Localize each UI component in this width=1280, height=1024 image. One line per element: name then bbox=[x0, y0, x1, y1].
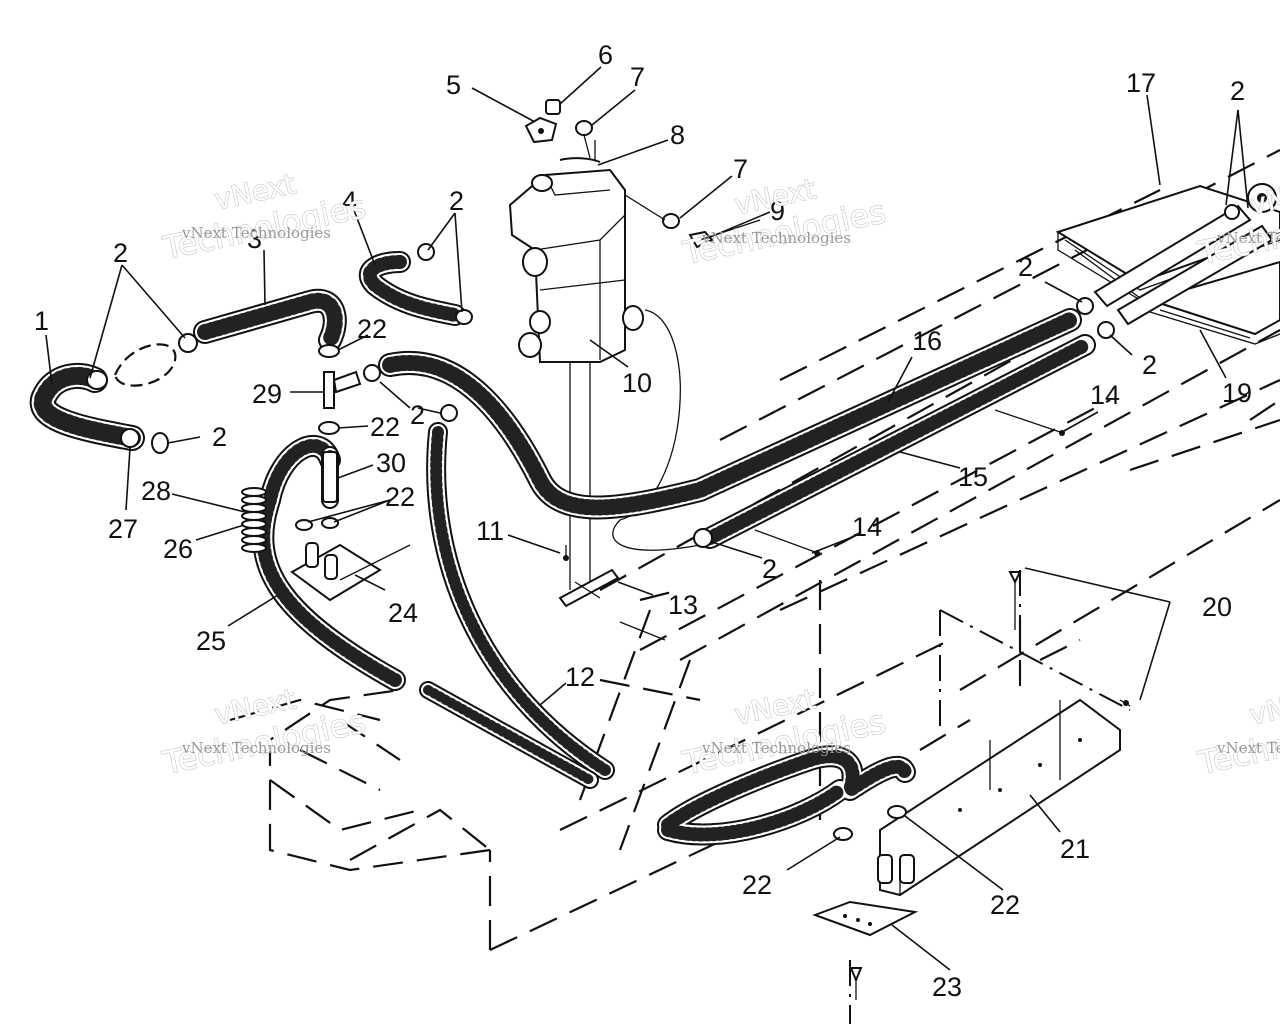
callout-19: 19 bbox=[1222, 378, 1252, 408]
callout-28: 28 bbox=[141, 476, 171, 506]
callout-2a: 2 bbox=[113, 238, 128, 268]
spring-coil bbox=[241, 487, 267, 497]
spring-coil bbox=[241, 543, 267, 553]
spring-coil bbox=[241, 527, 267, 537]
callout-22a: 22 bbox=[357, 314, 387, 344]
callout-11: 11 bbox=[476, 516, 504, 546]
callout-1: 1 bbox=[34, 306, 49, 336]
hose-12b bbox=[423, 685, 595, 785]
callout-labels: 1 2 3 4 2 5 6 7 8 7 9 10 22 29 2 22 2 30… bbox=[34, 40, 1252, 1002]
spring-coil bbox=[241, 503, 267, 513]
hoses bbox=[29, 251, 1096, 846]
callout-2d: 2 bbox=[212, 422, 227, 452]
callout-30: 30 bbox=[376, 448, 406, 478]
callout-22e: 22 bbox=[990, 890, 1020, 920]
leader-lines bbox=[45, 66, 1249, 971]
callout-2b: 2 bbox=[449, 186, 464, 216]
hose-15 bbox=[703, 338, 1092, 545]
callout-7a: 7 bbox=[630, 62, 645, 92]
oil-tank-10 bbox=[508, 157, 701, 590]
chassis-outline bbox=[229, 149, 1280, 1024]
callout-12: 12 bbox=[565, 662, 595, 692]
watermark-caption: vNext Technologies bbox=[1216, 739, 1280, 757]
callout-9: 9 bbox=[770, 196, 785, 226]
callout-5: 5 bbox=[446, 70, 461, 100]
callout-2c: 2 bbox=[410, 400, 425, 430]
watermark-brand: vNext bbox=[1247, 682, 1280, 731]
callout-8: 8 bbox=[670, 120, 685, 150]
spring-coil bbox=[241, 535, 267, 545]
callout-22d: 22 bbox=[742, 870, 772, 900]
callout-14b: 14 bbox=[852, 512, 882, 542]
callout-7b: 7 bbox=[733, 154, 748, 184]
hose-bottom bbox=[661, 749, 912, 842]
callout-15: 15 bbox=[958, 462, 988, 492]
watermark-caption: vNext Technologies bbox=[181, 224, 331, 242]
spring-coil bbox=[241, 511, 267, 521]
callout-29: 29 bbox=[252, 379, 282, 409]
callout-2f: 2 bbox=[1142, 350, 1157, 380]
callout-2g: 2 bbox=[1230, 76, 1245, 106]
hose-3 bbox=[197, 292, 343, 348]
callout-3: 3 bbox=[247, 224, 262, 254]
watermark-brand: vNext bbox=[1247, 172, 1280, 221]
watermark-caption: vNext Technologies bbox=[701, 739, 851, 757]
callout-23: 23 bbox=[932, 972, 962, 1002]
heat-exchanger-19 bbox=[1146, 260, 1280, 345]
watermark-caption: vNext Technologies bbox=[181, 739, 331, 757]
callout-24: 24 bbox=[388, 598, 418, 628]
callout-21: 21 bbox=[1060, 834, 1090, 864]
callout-4: 4 bbox=[342, 186, 357, 216]
clamps bbox=[86, 204, 1240, 1000]
fittings-top bbox=[524, 99, 761, 249]
spring-coil bbox=[241, 519, 267, 529]
callout-20: 20 bbox=[1202, 592, 1232, 622]
callout-13: 13 bbox=[668, 590, 698, 620]
spring-coil bbox=[241, 495, 267, 505]
hose-4 bbox=[362, 255, 462, 322]
hose-1 bbox=[33, 366, 141, 447]
callout-2h: 2 bbox=[762, 554, 777, 584]
callout-14a: 14 bbox=[1090, 380, 1120, 410]
callout-10: 10 bbox=[622, 368, 652, 398]
watermark-caption: vNext Technologies bbox=[1216, 229, 1280, 247]
cooler-tubes bbox=[1093, 183, 1277, 326]
callout-22c: 22 bbox=[385, 482, 415, 512]
callout-22b: 22 bbox=[370, 412, 400, 442]
callout-25: 25 bbox=[196, 626, 226, 656]
callout-17: 17 bbox=[1126, 68, 1156, 98]
hose-16 bbox=[382, 312, 1078, 516]
callout-2e: 2 bbox=[1018, 252, 1033, 282]
callout-26: 26 bbox=[163, 534, 193, 564]
callout-6: 6 bbox=[598, 40, 613, 70]
watermark-caption: vNext Technologies bbox=[701, 229, 851, 247]
callout-27: 27 bbox=[108, 514, 138, 544]
hose-12a bbox=[430, 426, 611, 776]
callout-16: 16 bbox=[912, 326, 942, 356]
